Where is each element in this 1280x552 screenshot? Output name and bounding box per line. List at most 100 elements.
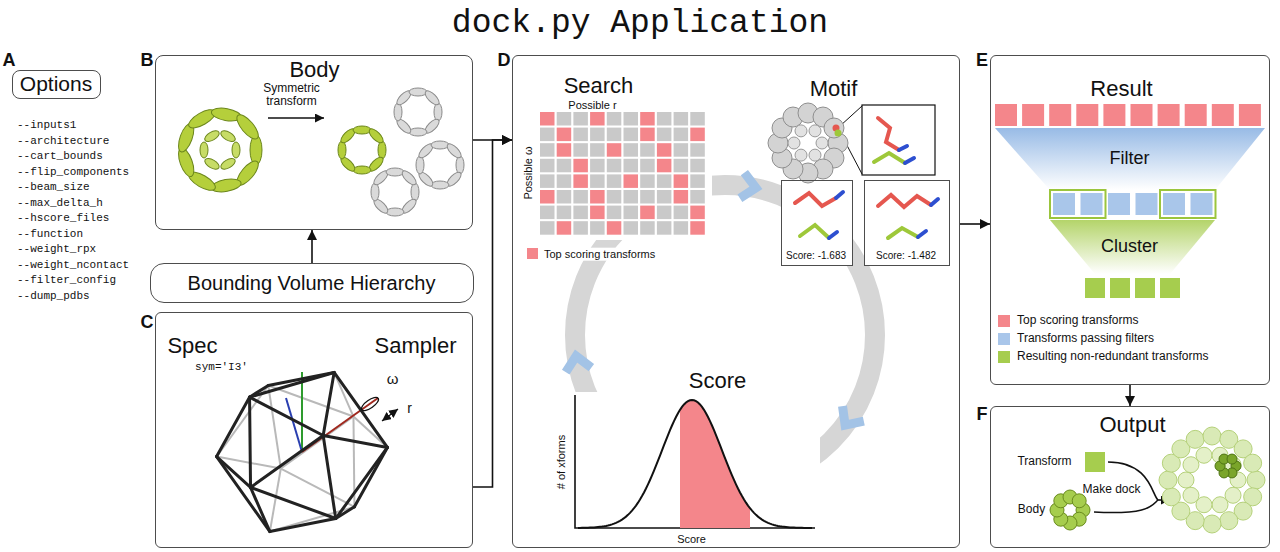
symmetric-copy — [411, 183, 419, 201]
icosahedron-edge — [248, 397, 252, 487]
panel-box: OutputTransformBodyMake dock — [990, 406, 1270, 548]
protein-helix — [186, 106, 218, 131]
dock-cage — [1196, 497, 1212, 513]
score-box: Score: -1.482 — [864, 180, 950, 266]
symmetric-copy — [434, 103, 442, 121]
symmetric-copy — [386, 168, 404, 176]
legend-text: Top scoring transforms — [542, 248, 657, 261]
transform-cell — [540, 159, 555, 173]
transform-cell — [657, 206, 672, 220]
dock-cage — [1172, 502, 1190, 520]
result-square — [1185, 104, 1207, 126]
body-blob — [1063, 516, 1077, 530]
symmetric-copy — [371, 183, 379, 201]
transform-cell — [573, 112, 588, 126]
flow-arrow — [473, 140, 512, 487]
cluster-outline — [1160, 190, 1216, 218]
protein-helix — [200, 142, 208, 158]
result-square — [1049, 104, 1071, 126]
transform-cell — [624, 112, 639, 126]
item-label: Transform — [1017, 455, 1071, 469]
transform-cell — [624, 174, 639, 188]
chart-backing — [570, 392, 820, 530]
transform-cell — [690, 143, 705, 157]
transform-cell — [590, 190, 605, 204]
transform-cell — [573, 221, 588, 235]
legend-text: Transforms passing filters — [1015, 332, 1156, 346]
result-square — [1022, 104, 1044, 126]
motif-residue — [899, 146, 907, 150]
result-square — [1103, 104, 1125, 126]
score-residue — [836, 192, 843, 198]
protein-copy — [367, 155, 385, 173]
icosahedron-edge — [323, 435, 387, 447]
flow-arrow — [311, 230, 313, 263]
transform-cell — [557, 143, 572, 157]
panel-box: SpecSamplersym='I3'ωr — [155, 312, 473, 548]
motif-cage — [809, 149, 821, 161]
protein-helix — [175, 146, 197, 178]
dock-cage — [1196, 447, 1212, 463]
score-value: Score: -1.482 — [876, 250, 936, 262]
panel-heading: Motif — [810, 76, 858, 101]
symmetric-copy — [456, 156, 464, 174]
transform-cell — [540, 112, 555, 126]
icosahedron-edge — [270, 469, 281, 532]
protein-copy — [378, 141, 386, 159]
transform-cell — [607, 143, 622, 157]
panel-letter: B — [141, 50, 154, 71]
motif-cage — [798, 103, 818, 123]
cycle-chevron — [740, 173, 758, 201]
option-flag: --hscore_files — [17, 212, 109, 225]
transform-cell — [590, 143, 605, 157]
motif-cage — [772, 118, 792, 138]
dock-cage — [1162, 454, 1180, 472]
transform-cell — [557, 112, 572, 126]
icosahedron-edge — [354, 447, 387, 506]
score-residue — [795, 193, 836, 206]
result-square — [1076, 104, 1098, 126]
option-flag: --beam_size — [17, 181, 90, 194]
docked-body — [1227, 454, 1237, 464]
dock-cage — [1220, 512, 1238, 530]
flow-arrow — [473, 139, 512, 141]
transform-cell — [640, 143, 655, 157]
transform-cell — [607, 159, 622, 173]
transform-cell — [573, 143, 588, 157]
box-label: Options — [20, 72, 92, 96]
icosahedron-edge — [250, 397, 324, 435]
panel-heading: Result — [1090, 76, 1152, 101]
dock-cage — [1162, 488, 1180, 506]
icosahedron-edge — [251, 487, 270, 531]
dock-cage — [1183, 487, 1199, 503]
panel-heading: Spec — [167, 333, 217, 358]
body-blob — [1054, 512, 1068, 526]
transform-cell — [624, 206, 639, 220]
transform-cell — [674, 159, 689, 173]
flow-arrow — [1129, 385, 1131, 406]
score-curve — [578, 400, 812, 528]
option-flag: --weight_rpx — [17, 243, 96, 256]
icosahedron-edge — [251, 487, 336, 518]
motif-cage — [824, 118, 844, 138]
transform-cell — [590, 159, 605, 173]
protein-helix — [219, 156, 237, 171]
dock-cage — [1244, 454, 1262, 472]
option-flag: --dump_pdbs — [17, 289, 90, 302]
rotation-arrow — [360, 395, 381, 413]
dock-cage — [1234, 440, 1252, 458]
panel-heading: Body — [289, 57, 339, 82]
protein-copy — [339, 127, 357, 145]
transform-cell — [557, 174, 572, 188]
panel-box: BodySymmetric transform — [155, 55, 473, 230]
transform-cell — [607, 112, 622, 126]
docked-body — [1219, 468, 1229, 478]
arrow-label: Make dock — [1082, 483, 1140, 497]
option-flag: --max_delta_h — [17, 196, 103, 209]
motif-inset — [862, 105, 935, 175]
symmetric-copy — [416, 156, 424, 174]
icosahedron-edge — [281, 469, 355, 507]
transform-cell — [607, 190, 622, 204]
merge-line — [1094, 500, 1158, 513]
filtered-square — [1081, 193, 1103, 215]
